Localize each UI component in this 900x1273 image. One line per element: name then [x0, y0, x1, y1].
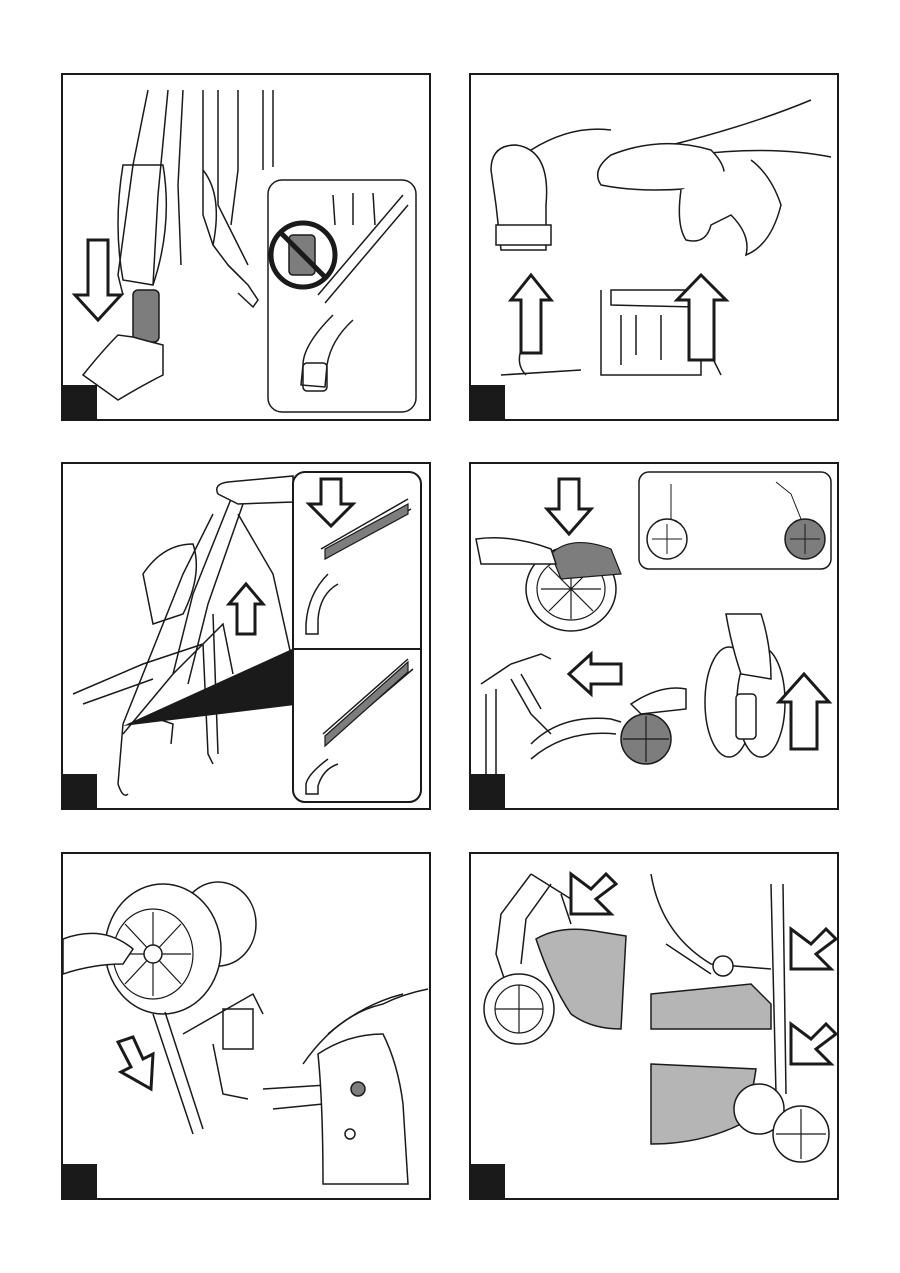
hand-icon	[475, 537, 558, 565]
inset-detail-box	[292, 471, 422, 803]
fold-stroller-illustration	[72, 471, 422, 803]
inset-detail-box	[267, 179, 417, 413]
remove-seat-illustration	[490, 99, 832, 376]
joint-detail-icon	[317, 1033, 409, 1185]
arrow-down-icon	[115, 1035, 155, 1092]
arrow-down-icon	[71, 238, 125, 323]
step-panel-5	[61, 852, 431, 1200]
arrow-up-icon	[507, 272, 555, 355]
basket-attach-illustration	[483, 871, 837, 1163]
step-panel-3	[61, 462, 431, 810]
hand-icon	[63, 932, 134, 975]
basket-icon	[650, 983, 772, 1030]
step-tab-4	[471, 774, 505, 808]
arrow-up-icon	[673, 272, 730, 362]
wheel-attach-illustration	[63, 881, 429, 1185]
hand-icon	[81, 334, 164, 401]
hand-icon	[725, 613, 772, 680]
arrow-down-icon	[543, 477, 595, 537]
step-tab-3	[63, 774, 97, 808]
inset-detail-box	[638, 471, 832, 570]
arrow-diagonal-icon	[789, 1021, 837, 1066]
arrow-up-icon	[775, 671, 833, 751]
arrow-down-icon	[305, 477, 357, 529]
step-tab-6	[471, 1164, 505, 1198]
step-tab-2	[471, 385, 505, 419]
arrow-diagonal-icon	[569, 871, 619, 916]
arrow-up-icon	[225, 581, 267, 636]
wheel-icon	[733, 1083, 785, 1135]
arrow-left-icon	[566, 650, 623, 698]
arrow-diagonal-icon	[789, 926, 837, 971]
step-panel-6	[469, 852, 839, 1200]
hand-icon	[216, 475, 294, 505]
step-panel-1	[61, 73, 431, 421]
folded-stroller-illustration	[71, 89, 417, 413]
step-tab-5	[63, 1164, 97, 1198]
step-panel-2	[469, 73, 839, 421]
step-tab-1	[63, 385, 97, 419]
step-panel-4	[469, 462, 839, 810]
lock-lever	[132, 289, 160, 343]
basket-icon	[535, 928, 627, 1030]
wheel-removal-illustration	[475, 471, 833, 774]
